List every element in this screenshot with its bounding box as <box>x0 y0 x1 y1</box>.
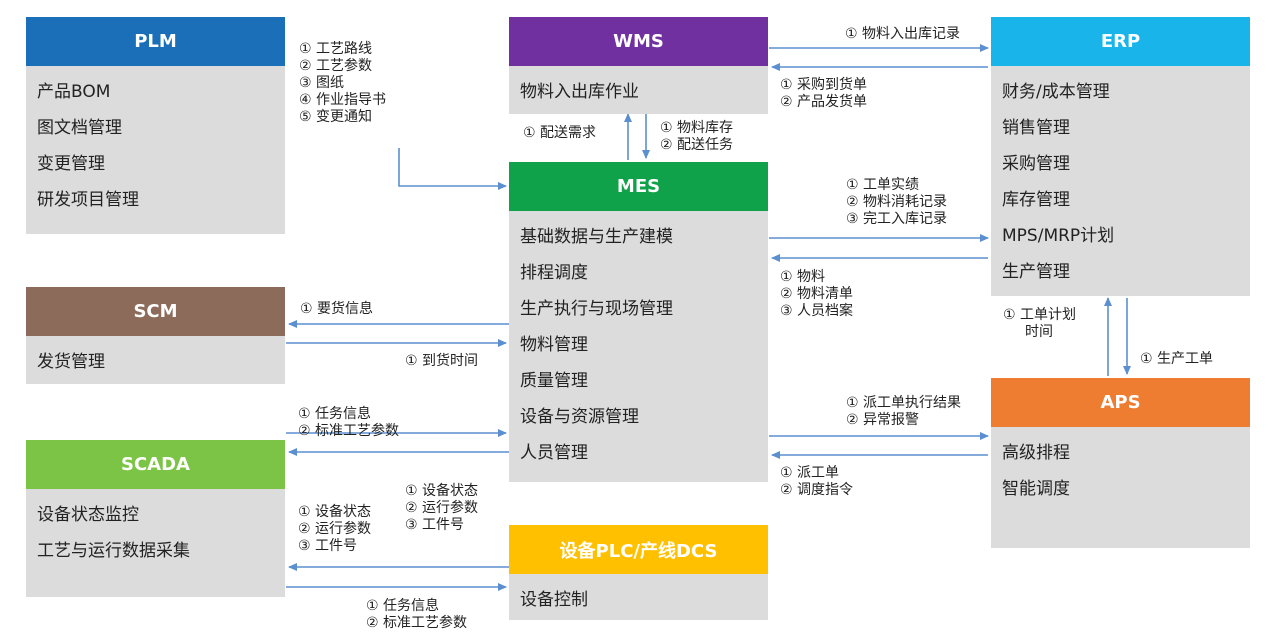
label-plm-to-mes: ① 工艺路线 ② 工艺参数 ③ 图纸 ④ 作业指导书 ⑤ 变更通知 <box>299 41 387 125</box>
arrow-plm-to-mes <box>398 148 507 190</box>
mes-item: 设备与资源管理 <box>520 407 639 427</box>
wms-header: WMS <box>509 17 768 66</box>
erp-item: MPS/MRP计划 <box>1002 226 1115 246</box>
scada-box: SCADA 设备状态监控 工艺与运行数据采集 <box>26 440 285 597</box>
label-erp-to-wms: ① 采购到货单 ② 产品发货单 <box>780 77 868 110</box>
mes-item: 人员管理 <box>520 443 588 463</box>
label-scm-to-mes: ① 到货时间 <box>405 353 479 369</box>
plc-item: 设备控制 <box>520 590 588 610</box>
plc-box: 设备PLC/产线DCS 设备控制 <box>509 525 768 620</box>
erp-item: 采购管理 <box>1002 154 1070 174</box>
mes-box: MES 基础数据与生产建模 排程调度 生产执行与现场管理 物料管理 质量管理 设… <box>509 162 768 482</box>
label-aps-to-mes: ① 派工单执行结果 ② 异常报警 <box>846 395 962 428</box>
erp-header: ERP <box>991 17 1250 66</box>
plc-header: 设备PLC/产线DCS <box>509 525 768 574</box>
plc-title: 设备PLC/产线DCS <box>559 540 718 562</box>
scada-header: SCADA <box>26 440 285 489</box>
plm-box: PLM 产品BOM 图文档管理 变更管理 研发项目管理 <box>26 17 285 234</box>
erp-box: ERP 财务/成本管理 销售管理 采购管理 库存管理 MPS/MRP计划 生产管… <box>991 17 1250 296</box>
label-wms-to-erp: ① 物料入出库记录 <box>845 26 961 42</box>
mes-item: 基础数据与生产建模 <box>520 227 673 247</box>
scm-item: 发货管理 <box>37 352 105 372</box>
label-mes-to-scm: ① 要货信息 <box>300 301 374 317</box>
label-mes-to-wms: ① 配送需求 <box>523 125 597 141</box>
wms-title: WMS <box>613 31 664 52</box>
mes-item: 生产执行与现场管理 <box>520 299 673 319</box>
mes-header: MES <box>509 162 768 211</box>
aps-item: 智能调度 <box>1002 479 1070 499</box>
label-mes-to-scada: ① 任务信息 ② 标准工艺参数 <box>298 406 400 439</box>
label-scada-to-plc: ① 任务信息 ② 标准工艺参数 <box>366 598 468 631</box>
label-mes-to-aps: ① 派工单 ② 调度指令 <box>780 465 854 498</box>
erp-item: 库存管理 <box>1002 190 1070 210</box>
erp-item: 生产管理 <box>1002 262 1070 282</box>
scada-item: 工艺与运行数据采集 <box>37 541 190 561</box>
erp-item: 销售管理 <box>1002 118 1070 138</box>
scm-title: SCM <box>133 301 178 322</box>
label-aps-to-erp: ① 工单计划 时间 <box>1003 307 1077 340</box>
aps-title: APS <box>1100 392 1141 413</box>
mes-item: 排程调度 <box>520 263 588 283</box>
plm-item: 变更管理 <box>37 154 105 174</box>
scada-title: SCADA <box>121 454 190 475</box>
label-erp-to-aps: ① 生产工单 <box>1140 351 1214 367</box>
scada-item: 设备状态监控 <box>37 505 139 525</box>
erp-item: 财务/成本管理 <box>1002 82 1110 102</box>
mes-item: 质量管理 <box>520 371 588 391</box>
aps-item: 高级排程 <box>1002 443 1070 463</box>
scm-box: SCM 发货管理 <box>26 287 285 384</box>
scm-header: SCM <box>26 287 285 336</box>
aps-box: APS 高级排程 智能调度 <box>991 378 1250 548</box>
aps-header: APS <box>991 378 1250 427</box>
label-wms-to-mes: ① 物料库存 ② 配送任务 <box>660 120 734 153</box>
mes-title: MES <box>616 176 661 197</box>
plm-item: 图文档管理 <box>37 118 122 138</box>
plm-item: 研发项目管理 <box>37 190 139 210</box>
label-plc-to-scada: ① 设备状态 ② 运行参数 ③ 工件号 <box>298 504 372 554</box>
wms-box: WMS 物料入出库作业 <box>509 17 768 114</box>
plm-item: 产品BOM <box>37 82 111 102</box>
label-erp-to-mes: ① 物料 ② 物料清单 ③ 人员档案 <box>780 269 854 319</box>
mes-item: 物料管理 <box>520 335 588 355</box>
label-mes-to-erp: ① 工单实绩 ② 物料消耗记录 ③ 完工入库记录 <box>846 177 948 227</box>
plm-title: PLM <box>134 31 177 52</box>
erp-title: ERP <box>1100 31 1141 52</box>
wms-item: 物料入出库作业 <box>520 82 639 102</box>
label-scada-to-mes: ① 设备状态 ② 运行参数 ③ 工件号 <box>405 483 479 533</box>
plm-header: PLM <box>26 17 285 66</box>
